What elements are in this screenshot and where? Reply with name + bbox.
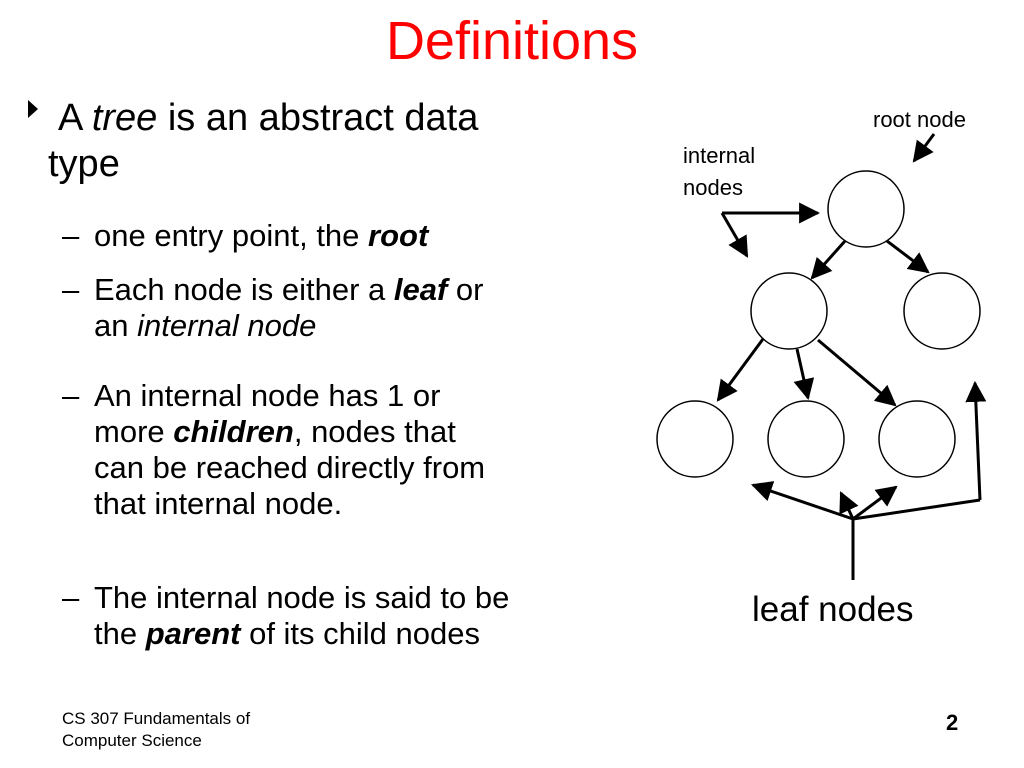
internal-nodes-label-line1: internal: [683, 143, 756, 168]
leaf-nodes-label: leaf nodes: [752, 590, 914, 629]
footer-course-line2: Computer Science: [62, 731, 202, 750]
leaf-arrow-2: [839, 491, 859, 520]
sub-bullet-leaf: –Each node is either a leaf or an intern…: [62, 272, 632, 344]
sub-bullet-root: –one entry point, the root: [62, 218, 632, 254]
leaf-arrow-3: [852, 485, 898, 521]
footer-course: CS 307 Fundamentals of Computer Science: [62, 708, 250, 752]
bullet-arrow-icon: [28, 100, 38, 118]
main-bullet-suffix: is an abstract data: [157, 97, 479, 139]
main-bullet-line2: type: [48, 143, 120, 185]
term-children: children: [173, 414, 294, 449]
dash: –: [62, 378, 80, 413]
sub2-line2: an internal node: [62, 308, 632, 344]
leaf-branch-right: [852, 498, 981, 521]
edge-root-right: [886, 239, 930, 274]
internal-nodes-label-line2: nodes: [683, 175, 743, 200]
term-internal-node: internal node: [137, 308, 317, 343]
sub4-line2: the parent of its child nodes: [62, 616, 632, 652]
sub3-line2-prefix: more: [94, 414, 174, 449]
sub2-line2-prefix: an: [94, 308, 138, 343]
term-root: root: [368, 218, 429, 253]
sub3-line4: that internal node.: [94, 486, 343, 521]
page-number: 2: [946, 710, 959, 735]
term-leaf: leaf: [393, 272, 448, 307]
term-tree: tree: [91, 97, 158, 139]
tree-node-leaf-right: [903, 272, 981, 350]
sub-bullet-parent: –The internal node is said to be the par…: [62, 580, 632, 652]
internal-label-arrow-2: [720, 212, 749, 258]
sub3-line2-suffix: , nodes that: [293, 414, 456, 449]
tree-node-internal: [750, 272, 828, 350]
sub-bullet-children: –An internal node has 1 or more children…: [62, 378, 632, 522]
tree-node-leaf-3: [878, 400, 956, 478]
sub1-text: one entry point, the: [94, 218, 369, 253]
footer-course-line1: CS 307 Fundamentals of: [62, 709, 251, 728]
leaf-arrow-4: [965, 380, 987, 501]
main-bullet: A tree is an abstract data type: [48, 95, 618, 187]
edge-internal-leaf2: [793, 348, 815, 401]
edge-internal-leaf1: [716, 338, 765, 402]
edge-internal-leaf3: [817, 338, 897, 407]
dash: –: [62, 272, 80, 307]
sub3-line2: more children, nodes that: [62, 414, 632, 450]
main-bullet-line1: A tree is an abstract data: [58, 95, 618, 141]
main-bullet-prefix: A: [58, 97, 92, 139]
tree-node-leaf-1: [656, 400, 734, 478]
sub3-line1: An internal node has 1 or: [94, 378, 441, 413]
root-node-label: root node: [873, 107, 966, 132]
sub2-mid: or: [447, 272, 484, 307]
sub4-line2-suffix: of its child nodes: [240, 616, 480, 651]
tree-node-leaf-2: [767, 400, 845, 478]
slide-title: Definitions: [385, 11, 639, 71]
sub4-line1: The internal node is said to be: [94, 580, 510, 615]
root-label-arrow: [912, 133, 936, 163]
sub4-line2-prefix: the: [94, 616, 146, 651]
edge-root-internal: [810, 240, 847, 280]
sub2-text: Each node is either a: [94, 272, 394, 307]
dash: –: [62, 218, 80, 253]
sub3-line3: can be reached directly from: [94, 450, 486, 485]
tree-node-root: [827, 170, 905, 248]
leaf-arrow-1: [751, 481, 854, 521]
dash: –: [62, 580, 80, 615]
term-parent: parent: [145, 616, 241, 651]
